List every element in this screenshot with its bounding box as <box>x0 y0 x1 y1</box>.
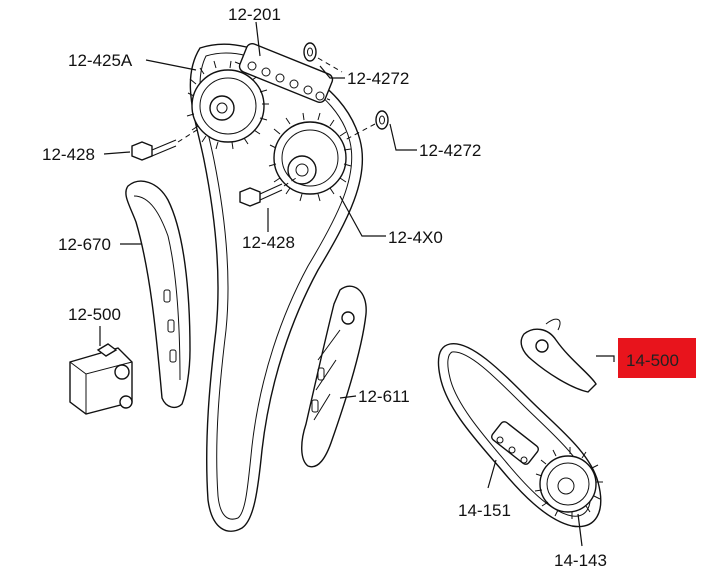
chain-guide-12-611[interactable] <box>301 285 367 468</box>
label-12-670: 12-670 <box>58 235 111 254</box>
tensioner-arm-14-500[interactable] <box>520 318 597 393</box>
label-12-201: 12-201 <box>228 5 281 24</box>
bolt-12-428-lower[interactable] <box>239 177 297 207</box>
washer-12-4272-lower[interactable] <box>375 110 389 130</box>
bolt-12-428-upper[interactable] <box>131 127 201 161</box>
label-14-143: 14-143 <box>554 551 607 570</box>
highlighted-callout-14-500[interactable]: 14-500 <box>618 338 696 378</box>
washer-12-4272-upper[interactable] <box>303 42 317 62</box>
label-12-4272-lower: 12-4272 <box>419 141 481 160</box>
chain-links-upper <box>238 42 334 104</box>
highlight-box <box>618 338 696 378</box>
sprocket-14-143[interactable] <box>534 447 603 519</box>
label-12-611: 12-611 <box>358 387 410 406</box>
label-12-4272-upper: 12-4272 <box>347 69 409 88</box>
label-12-428-upper: 12-428 <box>42 145 95 164</box>
sprocket-12-4X0[interactable] <box>268 112 352 202</box>
label-14-151: 14-151 <box>458 501 511 520</box>
label-12-500: 12-500 <box>68 305 121 324</box>
label-12-428-lower: 12-428 <box>242 233 295 252</box>
chain-tensioner-12-500[interactable] <box>69 343 133 415</box>
label-12-4X0: 12-4X0 <box>388 228 443 247</box>
chain-guide-12-670[interactable] <box>125 180 191 409</box>
label-12-425A: 12-425A <box>68 51 133 70</box>
label-14-500: 14-500 <box>626 351 679 370</box>
leader-lines <box>99 21 615 547</box>
